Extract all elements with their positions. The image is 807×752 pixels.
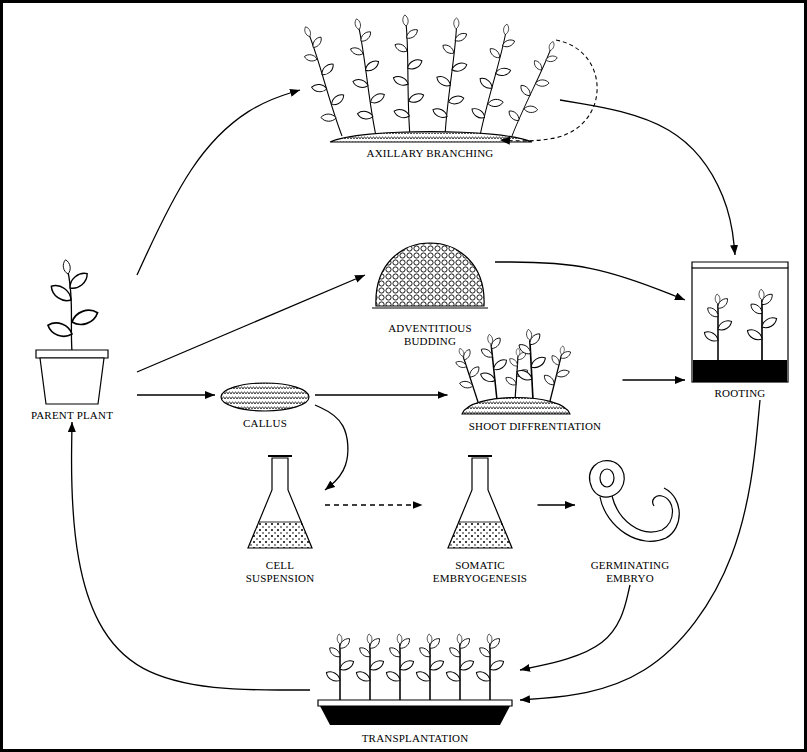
label-line: ADVENTITIOUS BUDDING [369, 322, 491, 348]
stage-label: PARENT PLANT [11, 409, 133, 422]
flask-drawing [248, 456, 312, 548]
callus-drawing [221, 383, 309, 411]
stage-node: PARENT PLANT [7, 262, 137, 422]
arrow-connector [495, 262, 685, 300]
arrow-connector [560, 100, 735, 255]
stage-label-text: ROOTING [715, 387, 766, 399]
rooting-jar-drawing [692, 262, 788, 382]
arrow-connector [325, 504, 423, 505]
stage-label: ROOTING [689, 387, 791, 400]
stage-label: AXILLARY BRANCHING [304, 147, 556, 160]
label-line: ROOTING [689, 387, 791, 400]
stage-label: CALLUS [219, 417, 311, 430]
arrow-connector [315, 405, 348, 490]
stage-label-text: GERMINATING EMBRYO [591, 559, 670, 584]
arrow-connector [520, 585, 630, 670]
label-line: AXILLARY BRANCHING [304, 147, 556, 160]
label-line: CALLUS [219, 417, 311, 430]
stage-node: TRANSPLANTATION [310, 625, 520, 745]
arrow-connector [137, 275, 365, 372]
stage-label: SHOOT DIFFRENTIATION [452, 420, 619, 433]
label-line: SOMATIC EMBRYOGENESIS [427, 559, 534, 585]
flask-drawing [448, 456, 512, 548]
label-line: CELL SUSPENSION [239, 559, 321, 585]
parent-plant-drawing [36, 259, 108, 404]
stage-label-text: AXILLARY BRANCHING [367, 147, 494, 159]
stage-label-text: SOMATIC EMBRYOGENESIS [433, 559, 527, 584]
embryo-drawing [590, 461, 680, 542]
adventitious-budding-drawing [372, 243, 488, 308]
arrow-connector [315, 394, 448, 395]
label-line: TRANSPLANTATION [314, 732, 516, 745]
stage-label-text: CELL SUSPENSION [246, 559, 315, 584]
stage-label-text: CALLUS [243, 417, 287, 429]
stage-label-text: TRANSPLANTATION [362, 732, 469, 744]
stage-label: CELL SUSPENSION [239, 559, 321, 585]
stage-label-text: SHOOT DIFFRENTIATION [469, 420, 601, 432]
stage-label-text: PARENT PLANT [31, 409, 113, 421]
stage-node: GERMINATING EMBRYO [575, 447, 685, 585]
shoot-differentiation-drawing [448, 328, 577, 414]
stage-node: SOMATIC EMBRYOGENESIS [423, 452, 538, 585]
arrow-connector [623, 379, 686, 380]
transplant-tray-drawing [318, 634, 512, 725]
stage-node: AXILLARY BRANCHING [300, 5, 560, 160]
axillary-branching-drawing [292, 14, 598, 142]
label-line: PARENT PLANT [11, 409, 133, 422]
stage-node: SHOOT DIFFRENTIATION [448, 328, 623, 433]
arrow-connector [137, 90, 300, 275]
label-line: GERMINATING EMBRYO [579, 559, 681, 585]
stage-node: ADVENTITIOUS BUDDING [365, 198, 495, 348]
stage-label: ADVENTITIOUS BUDDING [369, 322, 491, 348]
stage-node: ROOTING [685, 255, 795, 400]
arrow-connector [71, 422, 310, 690]
stage-label: TRANSPLANTATION [314, 732, 516, 745]
arrow-connector [538, 504, 576, 505]
stage-node: CELL SUSPENSION [235, 452, 325, 585]
stage-label: SOMATIC EMBRYOGENESIS [427, 559, 534, 585]
arrow-connector [520, 400, 760, 700]
stage-label: GERMINATING EMBRYO [579, 559, 681, 585]
label-line: SHOOT DIFFRENTIATION [452, 420, 619, 433]
arrow-connector [137, 394, 215, 395]
stage-node: CALLUS [215, 375, 315, 430]
stage-label-text: ADVENTITIOUS BUDDING [388, 322, 472, 347]
